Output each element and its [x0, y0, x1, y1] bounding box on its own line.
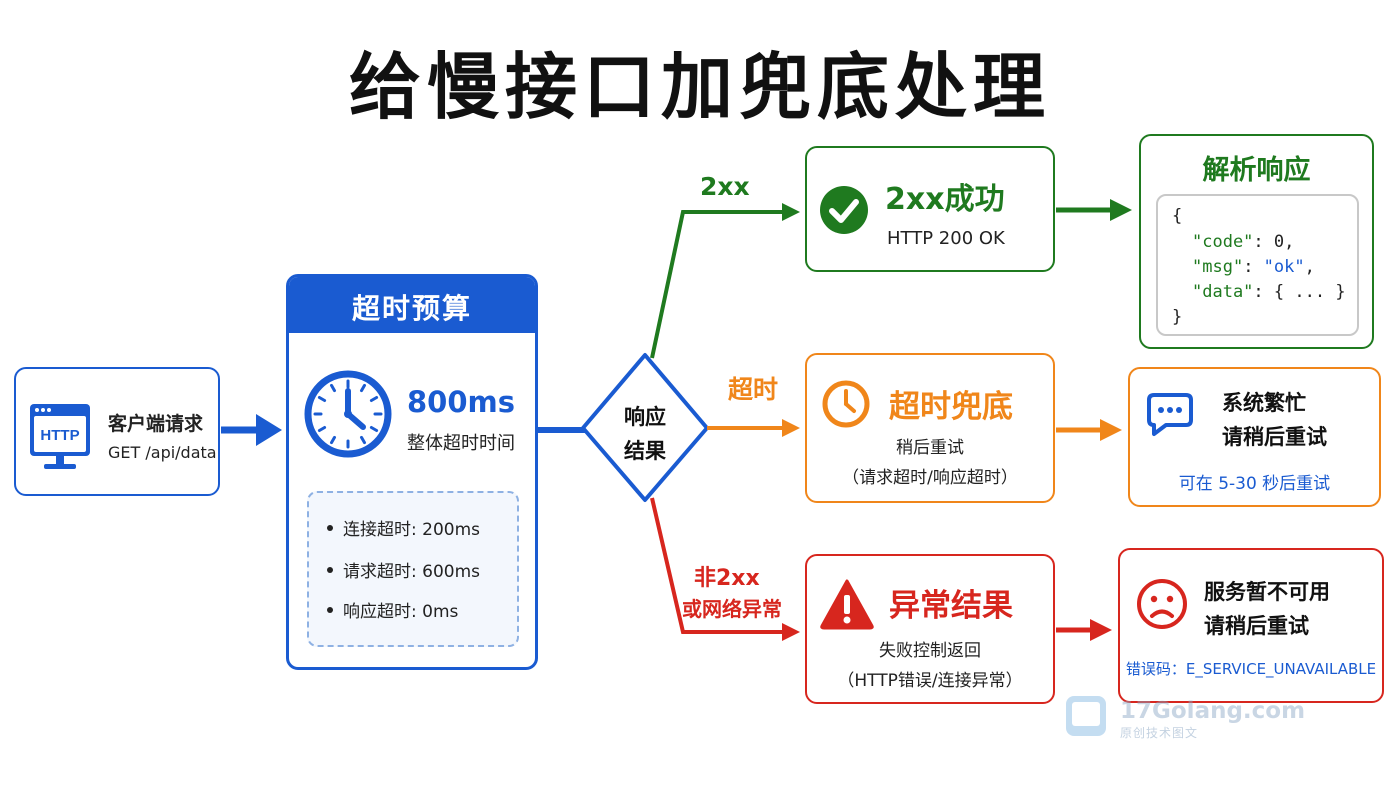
arrow-success-to-parse-head	[1110, 199, 1132, 221]
watermark-sub: 原创技术图文	[1120, 726, 1199, 740]
sad-face-icon	[1137, 579, 1187, 629]
timeout-result-box: 超时兜底 稍后重试 （请求超时/响应超时）	[805, 353, 1055, 503]
warning-icon	[820, 579, 874, 630]
arrow-error-head	[782, 623, 800, 641]
budget-breakdown: 连接超时: 200ms 请求超时: 600ms 响应超时: 0ms	[307, 491, 519, 647]
arrow-timeout-to-busy-head	[1100, 419, 1122, 441]
parse-response-box: 解析响应 { "code": 0, "msg": "ok", "data": {…	[1139, 134, 1374, 349]
watermark-brand: 17Golang.com	[1120, 698, 1306, 724]
arrow-client-to-budget-head	[256, 414, 282, 446]
busy-line1: 系统繁忙	[1222, 391, 1306, 415]
check-circle-icon	[820, 186, 868, 234]
svg-text:HTTP: HTTP	[40, 427, 79, 444]
unavailable-error-code: 错误码：E_SERVICE_UNAVAILABLE	[1125, 660, 1377, 678]
budget-title: 超时预算	[351, 292, 472, 325]
branch-label-error-1: 非2xx	[694, 566, 760, 591]
budget-total-desc: 整体超时时间	[407, 433, 515, 454]
budget-item: 响应超时: 0ms	[327, 597, 458, 622]
branch-label-success: 2xx	[700, 172, 750, 201]
system-busy-box: 系统繁忙 请稍后重试 可在 5-30 秒后重试	[1128, 367, 1381, 507]
arrow-error-to-unavailable-head	[1090, 619, 1112, 641]
diagram-title: 给慢接口加兜底处理	[348, 45, 1051, 129]
arrow-error-branch	[650, 497, 785, 634]
json-line: "msg": "ok",	[1192, 257, 1315, 277]
json-line: "data": { ... }	[1192, 282, 1346, 302]
success-result-box: 2xx成功 HTTP 200 OK	[805, 146, 1055, 272]
timeout-line1: 稍后重试	[896, 438, 964, 458]
unavailable-line1: 服务暂不可用	[1204, 580, 1330, 604]
client-endpoint: GET /api/data	[108, 443, 217, 462]
client-request-box: HTTP 客户端请求 GET /api/data	[14, 367, 220, 496]
json-line: "code": 0,	[1192, 232, 1295, 252]
budget-total: 800ms	[407, 385, 516, 419]
decision-label: 响应结果	[624, 405, 666, 463]
error-line2: （HTTP错误/连接异常）	[837, 671, 1023, 691]
clock-icon	[304, 370, 392, 458]
json-close: }	[1172, 307, 1183, 327]
monitor-http-icon: HTTP	[30, 404, 90, 469]
service-unavailable-box: 服务暂不可用 请稍后重试 错误码：E_SERVICE_UNAVAILABLE	[1118, 548, 1384, 703]
timeout-budget-box: 超时预算 800ms 整体超时时间 连接超时: 200ms 请求超时: 600m…	[286, 274, 538, 670]
budget-item: 请求超时: 600ms	[327, 557, 480, 582]
error-result-box: 异常结果 失败控制返回 （HTTP错误/连接异常）	[805, 554, 1055, 704]
chat-bubble-icon	[1147, 393, 1193, 436]
budget-header: 超时预算	[289, 277, 535, 333]
success-subtitle: HTTP 200 OK	[887, 228, 1005, 249]
json-open: {	[1172, 206, 1183, 226]
success-title: 2xx成功	[885, 182, 1005, 217]
budget-item: 连接超时: 200ms	[327, 515, 480, 540]
busy-line2: 请稍后重试	[1222, 425, 1327, 449]
timeout-title: 超时兜底	[889, 389, 1013, 425]
error-title: 异常结果	[889, 588, 1013, 624]
timeout-line2: （请求超时/响应超时）	[842, 468, 1018, 488]
brand-logo-icon	[1066, 696, 1106, 736]
arrow-timeout-head	[782, 419, 800, 437]
arrow-success-head	[782, 203, 800, 221]
busy-hint: 可在 5-30 秒后重试	[1178, 474, 1331, 494]
json-sample: { "code": 0, "msg": "ok", "data": { ... …	[1156, 194, 1359, 336]
parse-title: 解析响应	[1202, 155, 1311, 186]
arrow-success-branch	[650, 210, 785, 359]
branch-label-error-2: 或网络异常	[682, 597, 782, 621]
clock-icon	[822, 380, 870, 428]
error-line1: 失败控制返回	[879, 641, 981, 661]
decision-diamond	[581, 353, 709, 502]
client-label: 客户端请求	[108, 413, 204, 435]
unavailable-line2: 请稍后重试	[1204, 614, 1309, 638]
branch-label-timeout: 超时	[728, 375, 779, 404]
